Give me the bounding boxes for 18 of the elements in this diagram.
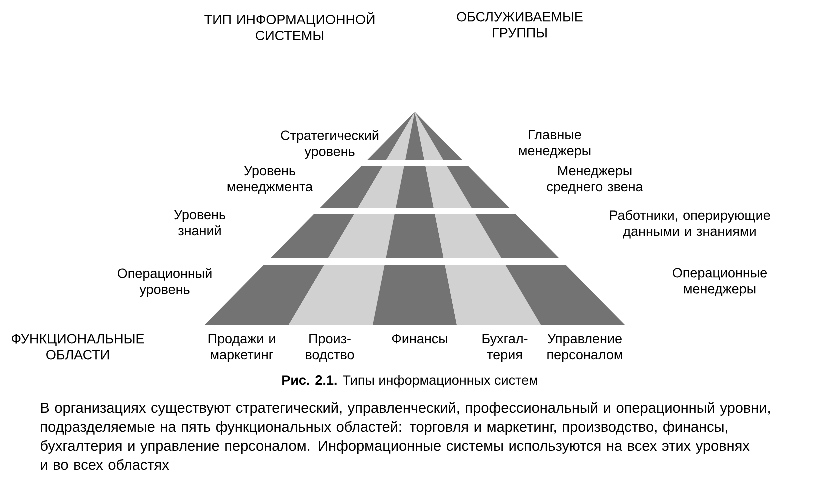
area-label: Произ- водство <box>306 334 354 362</box>
area-label: Бухгал- терия <box>482 334 528 362</box>
level-label: Уровень менеджмента <box>228 166 314 194</box>
column-header: ТИП ИНФОРМАЦИОННОЙ СИСТЕМЫ <box>204 12 375 41</box>
area-label: Продажи и маркетинг <box>208 334 276 362</box>
caption: Рис. 2.1. Типы информационных систем <box>282 375 538 388</box>
paragraph: В организациях существуют стратегический, управленческий, профессиональный и операционный уровни, подразделяемые на пять функциональных областей: торговля и маркетинг, производство, финансы, бухгалтерия и управление персоналом. Информационные системы используются на всех этих уровнях и во всех областях <box>41 402 770 470</box>
column-header: ОБСЛУЖИВАЕМЫЕ ГРУППЫ <box>457 12 583 38</box>
level-label: Операционный уровень <box>118 268 212 298</box>
area-label: Финансы <box>392 334 448 344</box>
area-label: ФУНКЦИОНАЛЬНЫЕ ОБЛАСТИ <box>12 334 144 360</box>
group-label: Менеджеры среднего звена <box>547 166 644 194</box>
group-label: Работники, оперирующие данными и знаниями <box>610 210 770 239</box>
area-label: Управление персоналом <box>548 334 622 362</box>
group-label: Операционные менеджеры <box>673 268 768 296</box>
group-label: Главные менеджеры <box>519 130 591 158</box>
level-label: Уровень знаний <box>174 210 226 236</box>
level-label: Стратегический уровень <box>281 130 379 160</box>
